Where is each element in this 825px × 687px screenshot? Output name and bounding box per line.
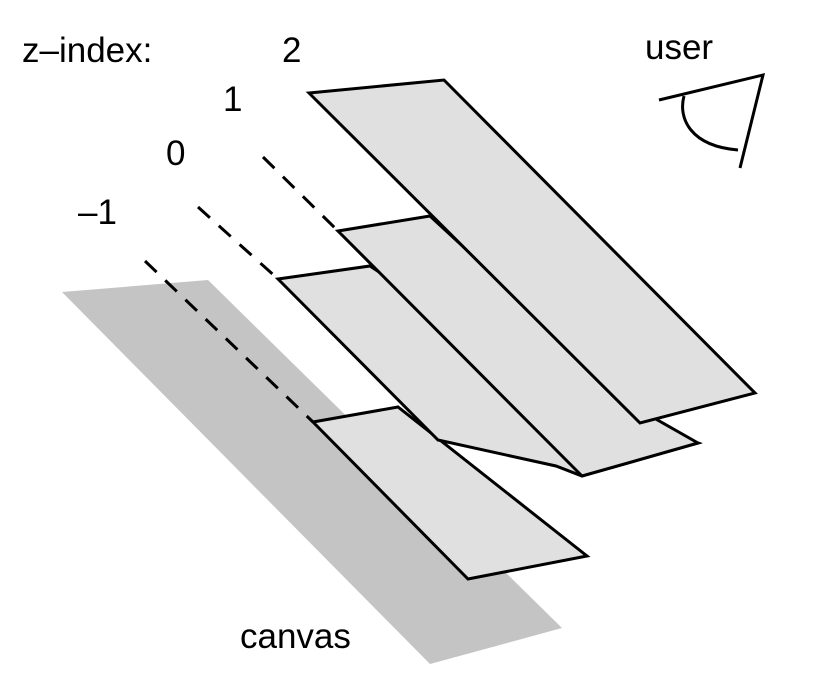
layer-1-label: 1 bbox=[223, 80, 242, 119]
layer-minus-1-dashed-line bbox=[143, 259, 315, 424]
layer-2-label: 2 bbox=[282, 31, 301, 70]
layer-0-dashed-line bbox=[196, 205, 280, 281]
layer-2-plane bbox=[305, 78, 758, 425]
canvas-label: canvas bbox=[240, 617, 351, 656]
canvas-plane bbox=[62, 280, 562, 664]
layer-1-plane bbox=[334, 214, 702, 478]
eye-icon bbox=[658, 72, 766, 169]
user-label: user bbox=[645, 28, 713, 67]
layer-1-dashed-line bbox=[261, 155, 340, 233]
layer-0-label: 0 bbox=[166, 134, 185, 173]
layer-minus-1-plane bbox=[309, 405, 591, 581]
layer-minus-1-label: –1 bbox=[78, 193, 117, 232]
zindex-title-label: z–index: bbox=[22, 31, 152, 70]
